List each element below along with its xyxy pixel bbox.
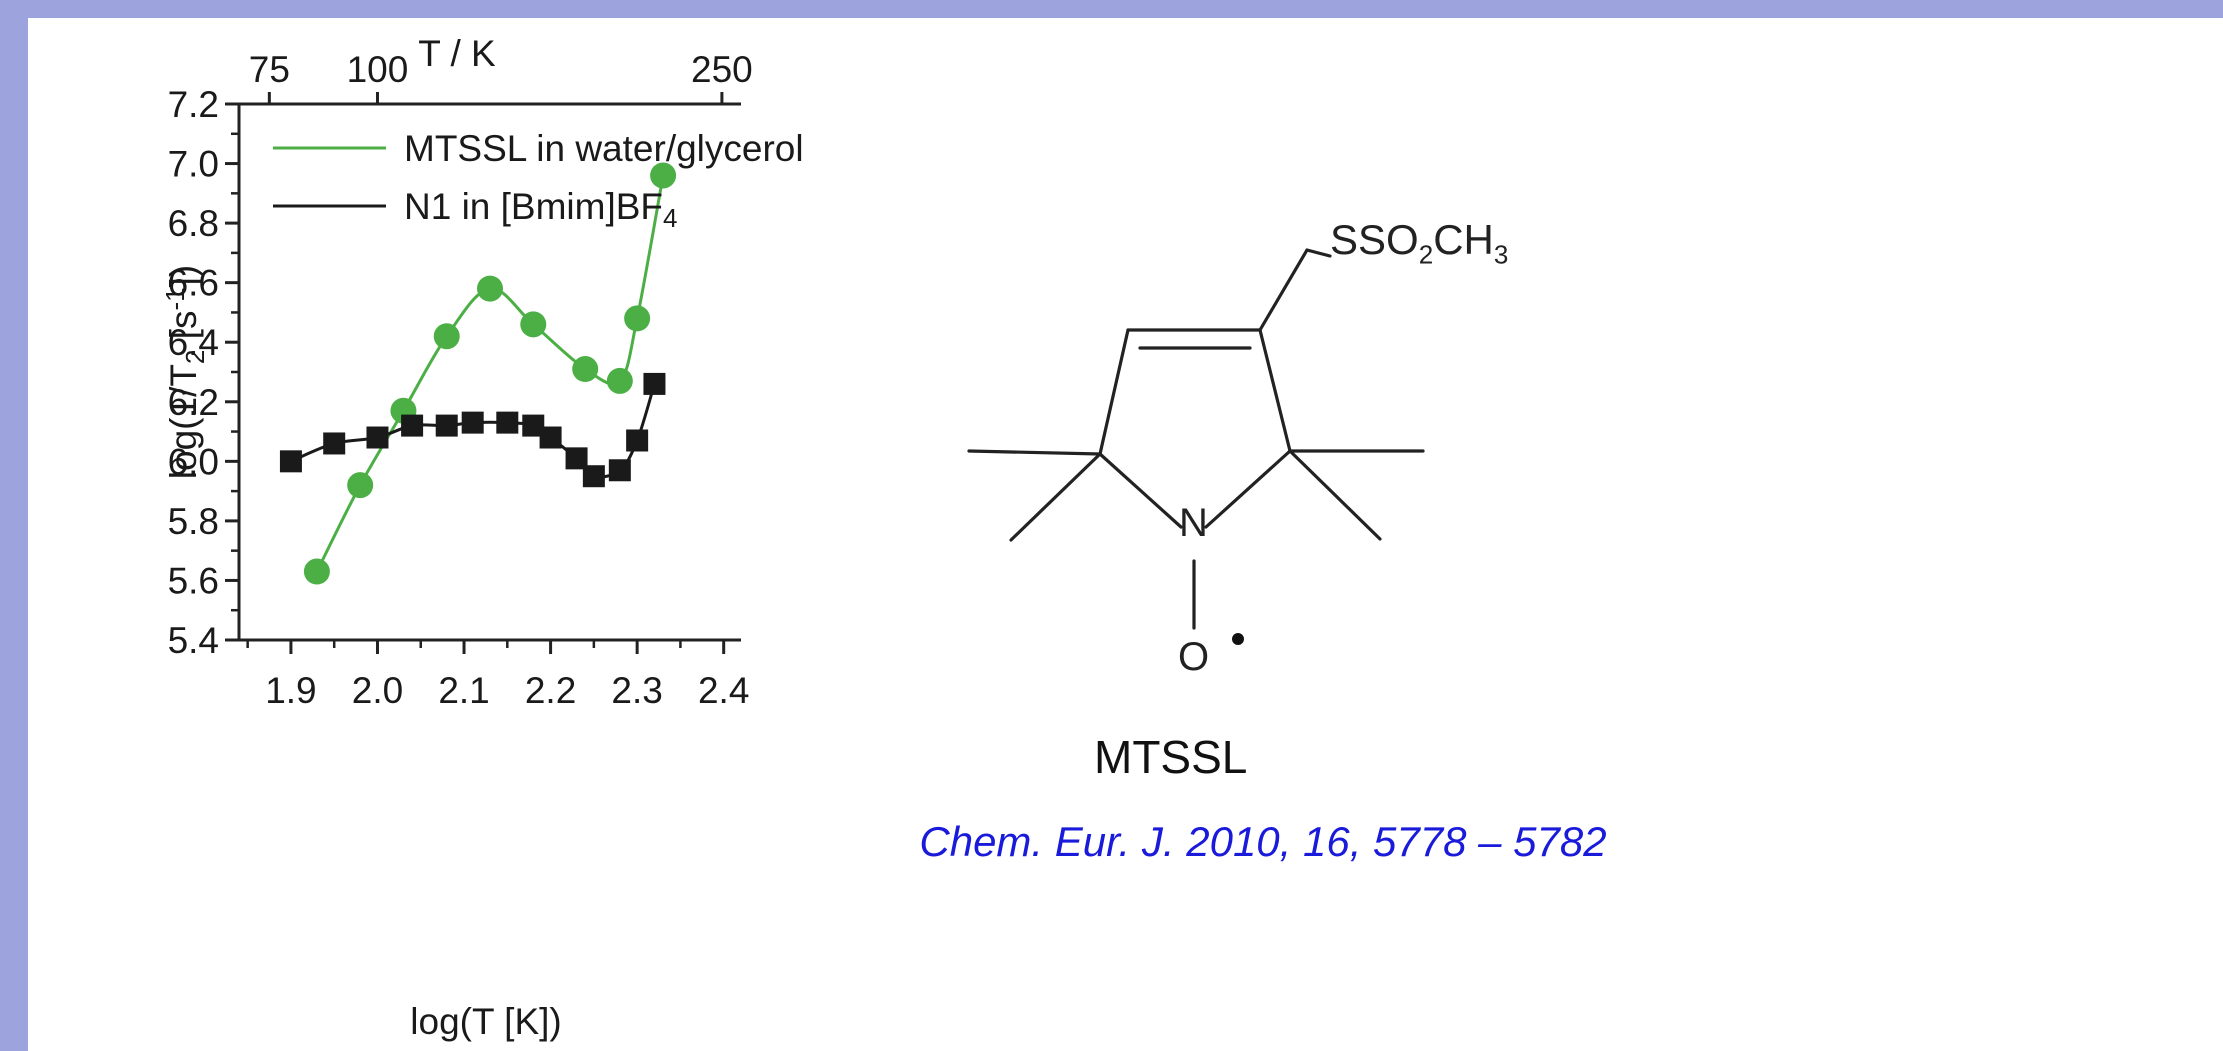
y-tick-label: 7.0 — [168, 144, 219, 185]
oxygen-label: O — [1178, 635, 1210, 679]
legend-label-1: N1 in [Bmim]BF4 — [404, 186, 678, 233]
y-tick-label: 5.4 — [168, 620, 219, 661]
data-point-square — [626, 429, 649, 452]
substituent-label: SSO2CH3 — [1330, 216, 1509, 270]
data-point-square — [435, 414, 458, 437]
data-point-circle — [650, 162, 677, 189]
x-tick-label: 2.0 — [352, 670, 403, 711]
x-tick-label: 2.3 — [611, 670, 662, 711]
nitrogen-label: N — [1179, 501, 1208, 545]
chart: 5.4 5.6 5.8 6.0 6.2 6.4 6.6 6.8 7.0 7.2 1.9 2.0 2.1 2… — [160, 33, 804, 1042]
x-tick-label: 2.2 — [525, 670, 576, 711]
x-tick-label: 1.9 — [265, 670, 316, 711]
y-tick-label: 6.6 — [168, 263, 219, 304]
chart-series — [279, 162, 677, 585]
top-axis-label: T / K — [418, 33, 496, 74]
y-axis-label: log(1/T2 [s-1]) — [160, 265, 210, 479]
data-point-square — [496, 411, 519, 434]
series-line-0 — [315, 175, 665, 573]
chart-legend: MTSSL in water/glycerol N1 in [Bmim]BF4 — [273, 128, 804, 233]
data-point-square — [582, 465, 605, 488]
data-point-circle — [624, 305, 651, 332]
data-point-square — [401, 414, 424, 437]
x-tick-label: 2.1 — [438, 670, 489, 711]
y-tick-label: 6.2 — [168, 382, 219, 423]
bond-c4-c5 — [1258, 328, 1292, 453]
data-point-square — [643, 372, 666, 395]
y-tick-label: 6.4 — [168, 322, 219, 363]
data-point-circle — [303, 558, 330, 585]
y-tick-label: 5.6 — [168, 560, 219, 601]
data-point-square — [539, 426, 562, 449]
slide-panel: 5.4 5.6 5.8 6.0 6.2 6.4 6.6 6.8 7.0 7.2 1.9 2.0 2.1 2… — [28, 18, 2223, 1051]
data-point-square — [279, 450, 302, 473]
bond-c5-methyl-down — [1288, 449, 1382, 541]
data-point-circle — [433, 323, 460, 350]
data-point-square — [366, 426, 389, 449]
top-tick-label: 75 — [249, 49, 290, 90]
top-tick-label: 250 — [691, 49, 753, 90]
data-point-circle — [347, 472, 374, 499]
molecule-name: MTSSL — [1094, 731, 1248, 783]
data-point-square — [461, 411, 484, 434]
data-point-circle — [606, 367, 633, 394]
x-tick-label: 2.4 — [698, 670, 749, 711]
x-axis-label: log(T [K]) — [410, 1001, 561, 1042]
bond-n-c5 — [1204, 449, 1292, 529]
data-point-square — [522, 414, 545, 437]
y-tick-label: 6.8 — [168, 203, 219, 244]
top-tick-label: 100 — [347, 49, 409, 90]
chart-axes: 5.4 5.6 5.8 6.0 6.2 6.4 6.6 6.8 7.0 7.2 1.9 2.0 2.1 2… — [160, 33, 753, 1042]
y-tick-label: 5.8 — [168, 501, 219, 542]
data-point-circle — [572, 356, 599, 383]
data-point-circle — [477, 275, 503, 302]
y-tick-label: 7.2 — [168, 84, 219, 125]
data-point-square — [565, 447, 588, 470]
y-tick-label: 6.0 — [168, 441, 219, 482]
data-point-circle — [520, 311, 547, 338]
bond-ch2-s — [1305, 248, 1332, 258]
data-point-square — [608, 459, 631, 482]
bond-c4-ch2 — [1258, 248, 1309, 332]
citation-text: Chem. Eur. J. 2010, 16, 5778 – 5782 — [919, 818, 1607, 865]
radical-dot — [1232, 633, 1244, 645]
data-point-square — [323, 432, 346, 455]
legend-label-0: MTSSL in water/glycerol — [404, 128, 804, 169]
